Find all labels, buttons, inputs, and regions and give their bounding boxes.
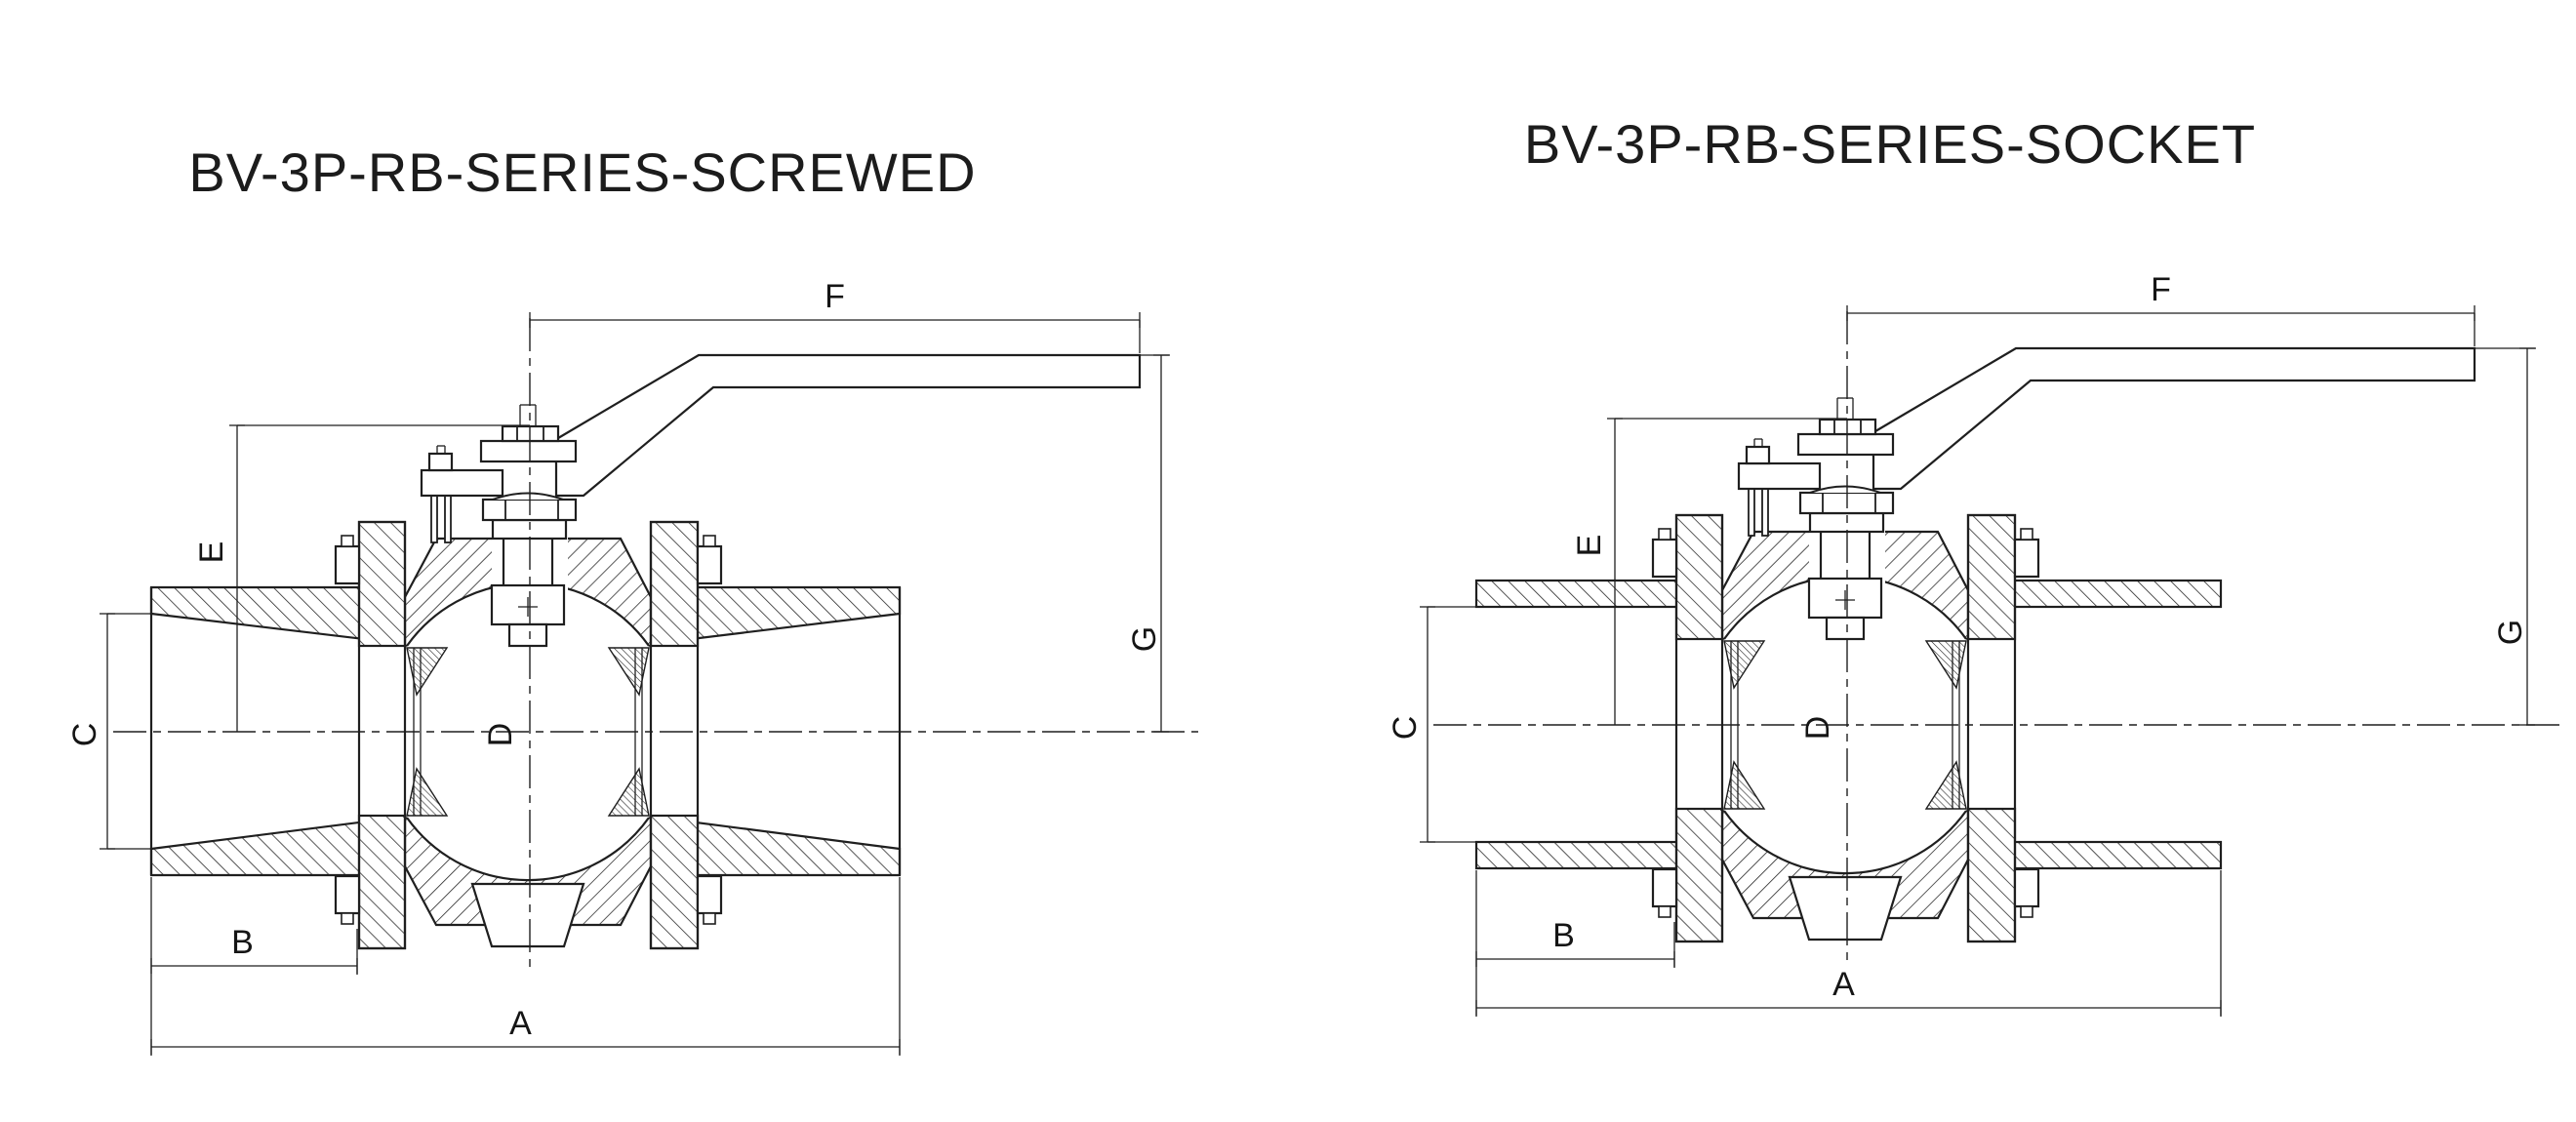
dimension-A-socket: A [1475, 870, 2222, 1017]
seat-rings-socket [1723, 640, 1967, 810]
dimension-label: E [193, 541, 230, 564]
dimension-label: E [1571, 535, 1608, 557]
stem-bracket-socket [1737, 438, 1822, 537]
dimension-F-socket: F [1846, 271, 2475, 346]
dimension-label: C [66, 723, 103, 747]
stem-nut-screwed [479, 404, 578, 463]
dimension-A-screwed: A [150, 877, 901, 1056]
dimension-B-socket: B [1475, 917, 1675, 968]
dimension-label: C [1387, 716, 1424, 741]
valve-drawing-screwed: C E F G B A D [66, 278, 1198, 1056]
dimension-label: A [509, 1005, 532, 1042]
dimension-label: D [482, 723, 519, 747]
dimension-C-socket: C [1387, 606, 1479, 843]
dimension-label: A [1832, 966, 1855, 1003]
stem-nut-socket [1796, 397, 1895, 457]
dimension-G-socket: G [2475, 347, 2536, 726]
drawing-title-screwed: BV-3P-RB-SERIES-SCREWED [188, 141, 976, 203]
body-flanges-screwed [334, 520, 723, 950]
drawing-title-socket: BV-3P-RB-SERIES-SOCKET [1524, 113, 2256, 175]
dimension-D-socket: D [1799, 716, 1836, 741]
centerlines-screwed [113, 318, 1198, 968]
dimension-label: F [825, 278, 845, 315]
dimension-B-screwed: B [150, 924, 358, 975]
centerlines-socket [1433, 311, 2564, 961]
dimension-label: G [1126, 626, 1163, 652]
lever-handle-screwed [551, 353, 1142, 498]
dimension-G-screwed: G [1126, 354, 1170, 733]
body-flanges-socket [1651, 513, 2040, 943]
pipe-ends-screwed [149, 585, 902, 877]
dimension-label: F [2151, 271, 2171, 308]
dimension-D-screwed: D [482, 723, 519, 747]
dimension-C-screwed: C [66, 613, 154, 850]
dimension-E-socket: E [1571, 418, 1847, 725]
dimension-label: B [1552, 917, 1575, 954]
dimension-label: B [231, 924, 254, 961]
dimension-F-screwed: F [529, 278, 1141, 353]
dimension-E-screwed: E [193, 424, 530, 732]
stem-bracket-screwed [420, 445, 504, 543]
dimension-label: G [2492, 620, 2529, 645]
valve-drawing-socket: C E F G B A D [1387, 271, 2564, 1017]
lever-handle-socket [1869, 346, 2476, 491]
dimension-label: D [1799, 716, 1836, 741]
